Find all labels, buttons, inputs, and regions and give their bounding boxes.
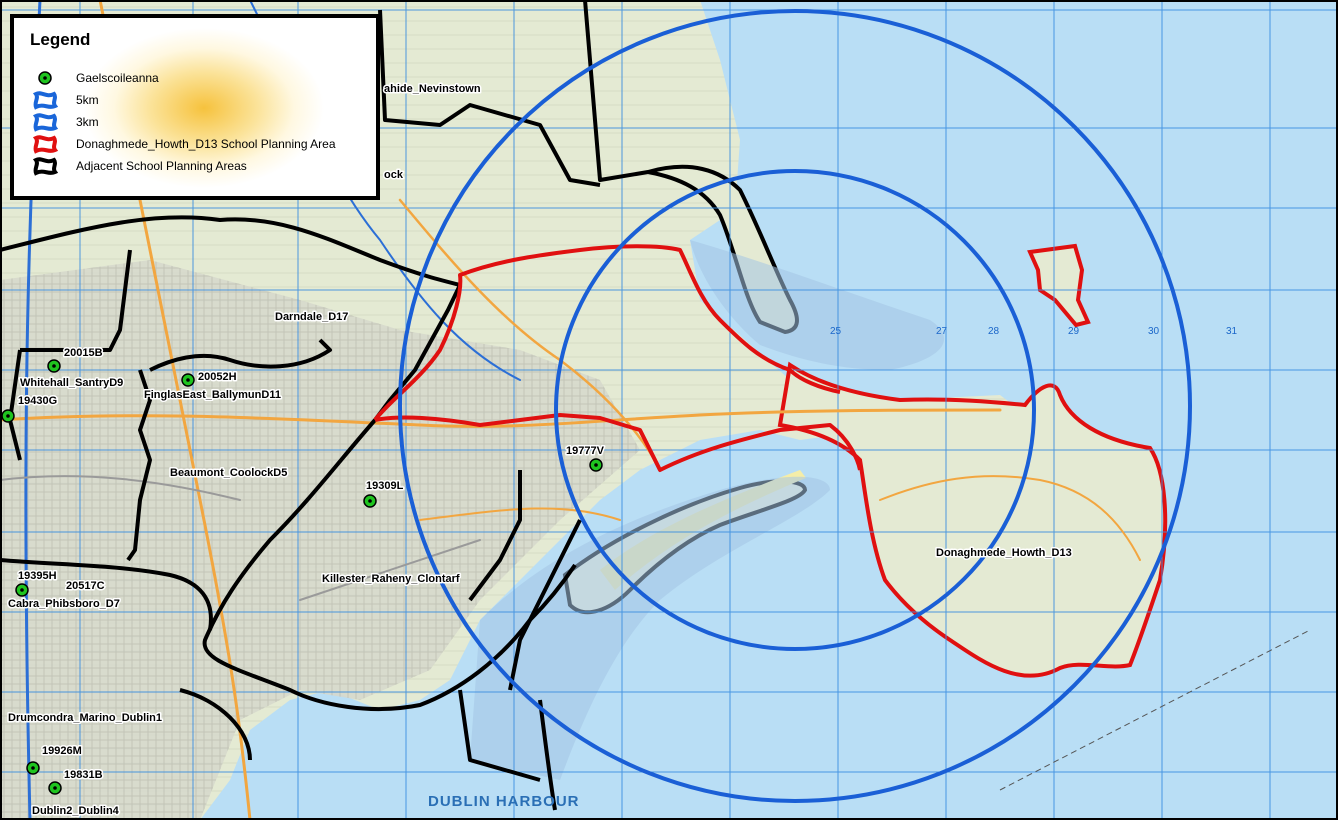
area-label-cabra: Cabra_Phibsboro_D7 — [8, 598, 120, 610]
school-marker[interactable] — [589, 458, 603, 472]
area-label-beaumont: Beaumont_CoolockD5 — [170, 467, 287, 479]
legend-item-planning-area: Donaghmede_Howth_D13 School Planning Are… — [32, 134, 336, 154]
school-marker[interactable] — [1, 409, 15, 423]
grid-number: 25 — [830, 326, 842, 337]
estuary-shallows — [690, 240, 945, 370]
ring-3km — [554, 169, 1036, 651]
school-marker[interactable] — [48, 781, 62, 795]
legend-label: Adjacent School Planning Areas — [76, 159, 247, 173]
area-label-whitehall: Whitehall_SantryD9 — [20, 377, 123, 389]
school-label: 20015B — [64, 347, 103, 359]
black-outline-icon — [32, 156, 58, 176]
legend-item-5km: 5km — [32, 90, 99, 110]
school-marker[interactable] — [26, 761, 40, 775]
urban-area — [0, 260, 640, 820]
school-label: 19926M — [42, 745, 82, 757]
area-label-dublin2: Dublin2_Dublin4 — [32, 805, 120, 817]
place-label-ock: ock — [384, 169, 404, 181]
legend-label: 3km — [76, 115, 99, 129]
legend-item-gaelscoileanna: Gaelscoileanna — [32, 68, 159, 88]
howth-head — [777, 361, 1168, 678]
shipping-lane — [999, 629, 1311, 791]
school-marker[interactable] — [15, 583, 29, 597]
area-label-howth: Donaghmede_Howth_D13 — [936, 547, 1072, 559]
school-label: 19777V — [566, 445, 605, 457]
grid-number: 30 — [1148, 326, 1160, 337]
school-marker[interactable] — [47, 359, 61, 373]
green-dot-icon — [32, 68, 58, 88]
red-outline-icon — [32, 134, 58, 154]
area-label-killester: Killester_Raheny_Clontarf — [322, 573, 460, 585]
blue-outline-icon — [32, 90, 58, 110]
grid-number: 28 — [988, 326, 1000, 337]
place-label-harbour: DUBLIN HARBOUR — [428, 793, 580, 810]
adjacent-planning-areas — [0, 0, 649, 811]
bay-shallows — [470, 476, 830, 780]
school-label: 19309L — [366, 480, 404, 492]
legend: Legend Gaelscoileanna 5km 3km Donaghmede… — [10, 14, 380, 200]
school-label: 20052H — [198, 371, 237, 383]
school-label: 19831B — [64, 769, 103, 781]
legend-label: Gaelscoileanna — [76, 71, 159, 85]
blue-outline-icon — [32, 112, 58, 132]
school-label: 20517C — [66, 580, 105, 592]
grid-number: 27 — [936, 326, 948, 337]
schools — [1, 359, 603, 795]
school-label: 19430G — [18, 395, 57, 407]
grid-number: 29 — [1068, 326, 1080, 337]
grid-number: 31 — [1226, 326, 1238, 337]
legend-title: Legend — [30, 30, 91, 49]
school-marker[interactable] — [363, 494, 377, 508]
area-label-finglas: FinglasEast_BallymunD11 — [144, 389, 281, 401]
school-marker[interactable] — [181, 373, 195, 387]
roads — [0, 0, 1141, 820]
school-label: 19395H — [18, 570, 57, 582]
area-label-darndale: Darndale_D17 — [275, 311, 348, 323]
area-label-malahide: ahide_Nevinstown — [384, 83, 481, 95]
ring-5km — [398, 9, 1192, 803]
legend-label: 5km — [76, 93, 99, 107]
area-label-drumcondra: Drumcondra_Marino_Dublin1 — [8, 712, 162, 724]
legend-label: Donaghmede_Howth_D13 School Planning Are… — [76, 137, 336, 151]
legend-item-3km: 3km — [32, 112, 99, 132]
legend-item-adjacent-areas: Adjacent School Planning Areas — [32, 156, 247, 176]
irelands-eye — [1027, 243, 1091, 328]
